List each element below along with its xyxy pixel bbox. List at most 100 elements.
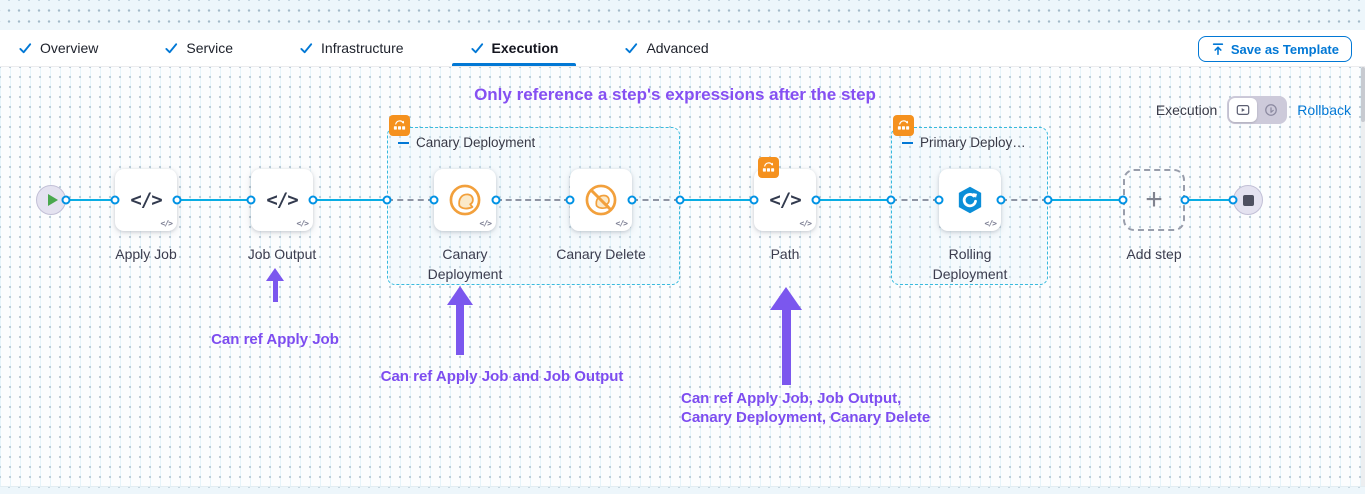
port[interactable] [811, 195, 821, 205]
node-label-apply-job: Apply Job [115, 246, 177, 262]
step-node-path[interactable]: </> </> [754, 169, 816, 231]
connector [66, 199, 115, 201]
annotation-arrow-up [770, 287, 802, 310]
check-icon [470, 42, 483, 53]
node-label-canary-delete: Canary Delete [556, 246, 646, 262]
connector [313, 199, 387, 201]
rolling-strategy-badge-icon [389, 115, 410, 136]
port[interactable] [675, 195, 685, 205]
tab-infrastructure[interactable]: Infrastructure [297, 30, 405, 66]
vertical-scrollbar[interactable] [1361, 67, 1365, 486]
port[interactable] [110, 195, 120, 205]
port[interactable] [491, 195, 501, 205]
dashed-connector [387, 199, 434, 201]
annotation-ref-canary: Can ref Apply Job and Job Output [380, 368, 624, 385]
step-node-canary-delete[interactable]: </> [570, 169, 632, 231]
tab-advanced[interactable]: Advanced [622, 30, 710, 66]
check-icon [300, 42, 313, 53]
collapse-icon[interactable] [398, 141, 409, 144]
rollback-link[interactable]: Rollback [1297, 102, 1351, 118]
shell-script-icon: </> [266, 189, 298, 211]
annotation-arrow-up [266, 268, 284, 281]
stop-icon [1242, 194, 1254, 206]
step-type-icon: </> [479, 219, 492, 228]
connector [1048, 199, 1123, 201]
stage-tabbar: Overview Service Infrastructure Executio… [0, 30, 1365, 67]
rolling-strategy-badge-icon [758, 157, 779, 178]
node-label-canary-deployment: Canary Deployment [427, 246, 503, 282]
stage-group-primary[interactable]: Primary Deploy… [891, 127, 1048, 285]
node-label-path: Path [770, 246, 800, 262]
step-type-icon: </> [296, 219, 309, 228]
port[interactable] [61, 195, 71, 205]
step-type-icon: </> [160, 219, 173, 228]
check-icon [165, 42, 178, 53]
port[interactable] [1228, 195, 1238, 205]
dashed-connector [1001, 199, 1048, 201]
port[interactable] [886, 195, 896, 205]
port[interactable] [627, 195, 637, 205]
group-header-canary[interactable]: Canary Deployment [398, 135, 535, 150]
annotation-line-2: Canary Deployment, Canary Delete [681, 409, 931, 426]
annotation-arrow-shaft [781, 309, 791, 385]
step-node-job-output[interactable]: </> </> [251, 169, 313, 231]
port[interactable] [1180, 195, 1190, 205]
step-node-apply-job[interactable]: </> </> [115, 169, 177, 231]
collapse-icon[interactable] [902, 141, 913, 144]
port[interactable] [749, 195, 759, 205]
port[interactable] [996, 195, 1006, 205]
check-icon [625, 42, 638, 53]
port[interactable] [429, 195, 439, 205]
step-type-icon: </> [799, 219, 812, 228]
port[interactable] [382, 195, 392, 205]
tab-label: Service [186, 40, 234, 56]
port[interactable] [1118, 195, 1128, 205]
save-as-template-button[interactable]: Save as Template [1197, 36, 1352, 62]
canvas-top-margin [0, 0, 1365, 30]
tab-execution[interactable]: Execution [451, 30, 577, 66]
step-type-icon: </> [984, 219, 997, 228]
port[interactable] [172, 195, 182, 205]
connector [816, 199, 891, 201]
connector [1185, 199, 1233, 201]
annotation-line-1: Can ref Apply Job, Job Output, [681, 390, 902, 407]
shell-script-icon: </> [130, 189, 162, 211]
tab-label: Execution [491, 40, 559, 56]
check-icon [19, 42, 32, 53]
node-label-job-output: Job Output [247, 246, 317, 262]
node-label-rolling-deployment: Rolling Deployment [932, 246, 1008, 282]
execution-view-button[interactable] [1229, 98, 1258, 122]
rolling-deployment-icon [958, 186, 982, 214]
rollback-view-button[interactable] [1257, 98, 1285, 122]
dashed-connector [632, 199, 680, 201]
annotation-ref-path: Can ref Apply Job, Job Output, Canary De… [681, 389, 981, 427]
port[interactable] [308, 195, 318, 205]
annotation-ref-job-output: Can ref Apply Job [211, 331, 339, 348]
annotation-arrow-shaft [456, 304, 464, 355]
upload-icon [1212, 43, 1224, 56]
port[interactable] [246, 195, 256, 205]
pipeline-canvas[interactable]: Only reference a step's expressions afte… [0, 67, 1365, 486]
tab-service[interactable]: Service [162, 30, 235, 66]
scrollbar-thumb[interactable] [1361, 67, 1365, 122]
tab-overview[interactable]: Overview [16, 30, 100, 66]
node-label-add-step: Add step [1126, 246, 1182, 262]
shell-script-icon: </> [769, 189, 801, 211]
pipeline-start-node[interactable] [36, 185, 66, 215]
connector [177, 199, 251, 201]
add-step-button[interactable]: + [1123, 169, 1185, 231]
pipeline-end-node[interactable] [1233, 185, 1263, 215]
group-header-primary[interactable]: Primary Deploy… [902, 135, 1026, 150]
dashed-connector [891, 199, 939, 201]
tab-label: Infrastructure [321, 40, 404, 56]
group-title: Canary Deployment [416, 135, 536, 150]
step-node-canary-deployment[interactable]: </> [434, 169, 496, 231]
port[interactable] [934, 195, 944, 205]
group-title: Primary Deploy… [920, 135, 1026, 150]
step-node-rolling-deployment[interactable]: </> [939, 169, 1001, 231]
port[interactable] [565, 195, 575, 205]
port[interactable] [1043, 195, 1053, 205]
execution-view-icon [1236, 105, 1250, 115]
execution-rollback-toggle[interactable] [1227, 96, 1288, 124]
rollback-view-icon [1265, 104, 1278, 116]
